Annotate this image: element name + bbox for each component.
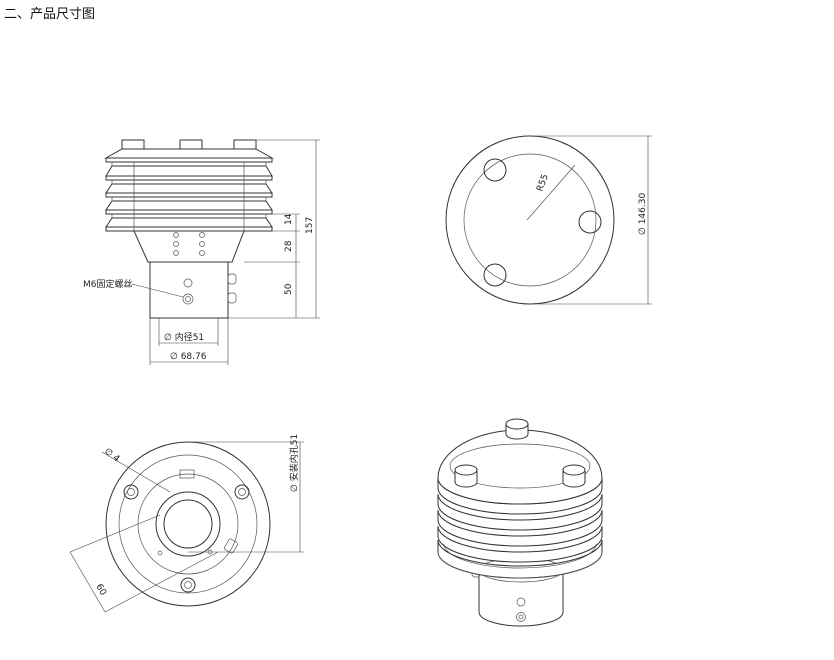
dim-28: 28 bbox=[284, 240, 294, 252]
front-knob-center bbox=[179, 139, 203, 150]
dim-50: 50 bbox=[284, 283, 294, 295]
top-knob-1 bbox=[483, 158, 507, 182]
side-boss-bottom bbox=[227, 292, 237, 304]
page-title: 二、产品尺寸图 bbox=[4, 7, 96, 22]
outer-diameter-label: ∅ 68.76 bbox=[170, 352, 207, 362]
radiation-shield-plates bbox=[104, 148, 274, 232]
screw-label: M6固定螺丝 bbox=[83, 278, 133, 290]
mount-hole-label: ∅ 安装内孔51 bbox=[288, 434, 300, 492]
bottom-view: ∅ 4 60 ∅ 安装内孔51 bbox=[69, 434, 304, 613]
mount-screw-1 bbox=[123, 484, 139, 500]
top-knob-2 bbox=[578, 210, 602, 234]
iso-body bbox=[478, 570, 564, 627]
top-knob-3 bbox=[483, 263, 507, 287]
front-body bbox=[149, 261, 229, 319]
inner-diameter-label: ∅ 内径51 bbox=[164, 331, 204, 343]
mount-screw-3 bbox=[180, 577, 196, 593]
side-boss-top bbox=[227, 273, 237, 285]
bottom-bore-inner bbox=[163, 499, 213, 549]
top-view: R55 ∅ 146.30 bbox=[445, 135, 652, 305]
front-view: M6固定螺丝 ∅ 内径51 ∅ 68.76 14 28 50 157 bbox=[83, 139, 320, 365]
bottom-ring bbox=[118, 454, 258, 594]
bottom-flange bbox=[137, 473, 239, 575]
iso-top-plate bbox=[437, 429, 603, 505]
iso-knobs bbox=[454, 418, 586, 488]
bottom-bore-outer bbox=[155, 491, 221, 557]
bottom-connector bbox=[179, 469, 195, 479]
dim-157: 157 bbox=[305, 217, 315, 234]
front-knob-left bbox=[121, 139, 145, 150]
dim-14: 14 bbox=[284, 213, 294, 225]
top-outer-circle bbox=[445, 135, 615, 305]
front-port-top bbox=[183, 278, 193, 288]
isometric-view bbox=[437, 418, 603, 627]
top-inner-circle bbox=[463, 153, 597, 287]
vent-holes bbox=[173, 232, 205, 256]
front-knob-right bbox=[233, 139, 257, 150]
front-funnel bbox=[133, 230, 245, 263]
mount-screw-2 bbox=[234, 484, 250, 500]
radius-label: R55 bbox=[535, 173, 550, 193]
diameter-label: ∅ 146.30 bbox=[638, 193, 648, 235]
m6-screw-hole bbox=[182, 293, 194, 305]
